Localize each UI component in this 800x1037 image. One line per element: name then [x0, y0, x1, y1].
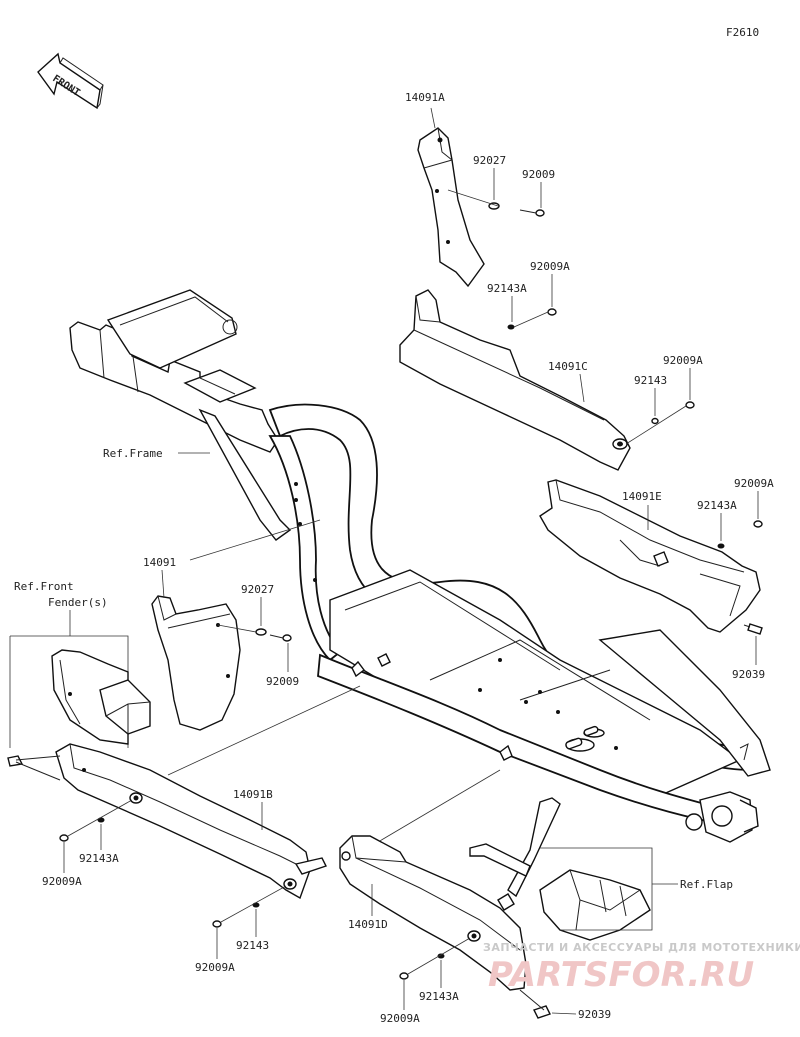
- figure-id: F2610: [726, 26, 759, 39]
- callout-92027-mid: 92027: [241, 583, 274, 596]
- callout-14091B: 14091B: [233, 788, 273, 801]
- screw-92009A-3[interactable]: [753, 520, 763, 528]
- callout-14091: 14091: [143, 556, 176, 569]
- callout-92143A-4: 92143A: [419, 990, 459, 1003]
- flap-ref: [469, 797, 651, 941]
- screw-92009A-2[interactable]: [685, 401, 695, 409]
- callout-92009A-2: 92009A: [663, 354, 703, 367]
- callout-92143A-3: 92143A: [79, 852, 119, 865]
- ref-flap-label: Ref.Flap: [680, 878, 733, 891]
- washer-92143A-3[interactable]: [97, 817, 105, 823]
- callout-92009A-1: 92009A: [530, 260, 570, 273]
- part-14091A[interactable]: [417, 127, 485, 288]
- screw-92009A-4[interactable]: [59, 834, 69, 842]
- callout-92039-2: 92039: [578, 1008, 611, 1021]
- clip-front-left[interactable]: [7, 755, 61, 781]
- part-14091D[interactable]: [339, 835, 527, 991]
- callout-92143A-2: 92143A: [697, 499, 737, 512]
- watermark-brand: PARTSFOR.RU: [488, 955, 754, 995]
- screw-92009A-5[interactable]: [212, 920, 222, 928]
- clip-92039-1[interactable]: [743, 623, 763, 635]
- watermark-tagline: ЗАПЧАСТИ И АКСЕССУАРЫ ДЛЯ МОТОТЕХНИКИ: [483, 941, 800, 954]
- callout-14091D: 14091D: [348, 918, 388, 931]
- frame-assembly: [69, 289, 771, 843]
- callout-92143-2: 92143: [236, 939, 269, 952]
- ref-front-fender-label-2: Fender(s): [48, 596, 108, 609]
- front-fender-ref: [51, 649, 151, 745]
- front-arrow-icon: FRONT: [37, 52, 104, 110]
- part-14091[interactable]: [151, 595, 241, 731]
- callout-92143-1: 92143: [634, 374, 667, 387]
- callout-92027-top: 92027: [473, 154, 506, 167]
- washer-92143A-4[interactable]: [437, 953, 445, 959]
- callout-92039-1: 92039: [732, 668, 765, 681]
- screw-92009A-6[interactable]: [399, 972, 409, 980]
- clip-92039-2[interactable]: [519, 989, 551, 1019]
- callout-92009A-3: 92009A: [734, 477, 774, 490]
- callout-92009A-5: 92009A: [195, 961, 235, 974]
- part-14091C[interactable]: [399, 289, 631, 471]
- screw-92009A-1[interactable]: [547, 308, 557, 316]
- callout-92009A-4: 92009A: [42, 875, 82, 888]
- part-14091B[interactable]: [55, 743, 327, 900]
- washer-92143A-2[interactable]: [717, 543, 725, 549]
- part-14091E[interactable]: [539, 479, 761, 633]
- callout-92009-mid: 92009: [266, 675, 299, 688]
- ref-front-fender-label-1: Ref.Front: [14, 580, 74, 593]
- screw-92009-top[interactable]: [519, 209, 545, 217]
- washer-92143-1[interactable]: [651, 417, 659, 425]
- callout-92009A-6: 92009A: [380, 1012, 420, 1025]
- callout-14091E: 14091E: [622, 490, 662, 503]
- washer-92027-mid[interactable]: [255, 628, 267, 636]
- washer-92143A-1[interactable]: [507, 324, 515, 330]
- callout-14091C: 14091C: [548, 360, 588, 373]
- callout-14091A: 14091A: [405, 91, 445, 104]
- ref-frame-label: Ref.Frame: [103, 447, 163, 460]
- screw-92009-mid[interactable]: [269, 634, 292, 642]
- washer-92027-top[interactable]: [488, 202, 500, 210]
- callout-92143A-1: 92143A: [487, 282, 527, 295]
- callout-92009-top: 92009: [522, 168, 555, 181]
